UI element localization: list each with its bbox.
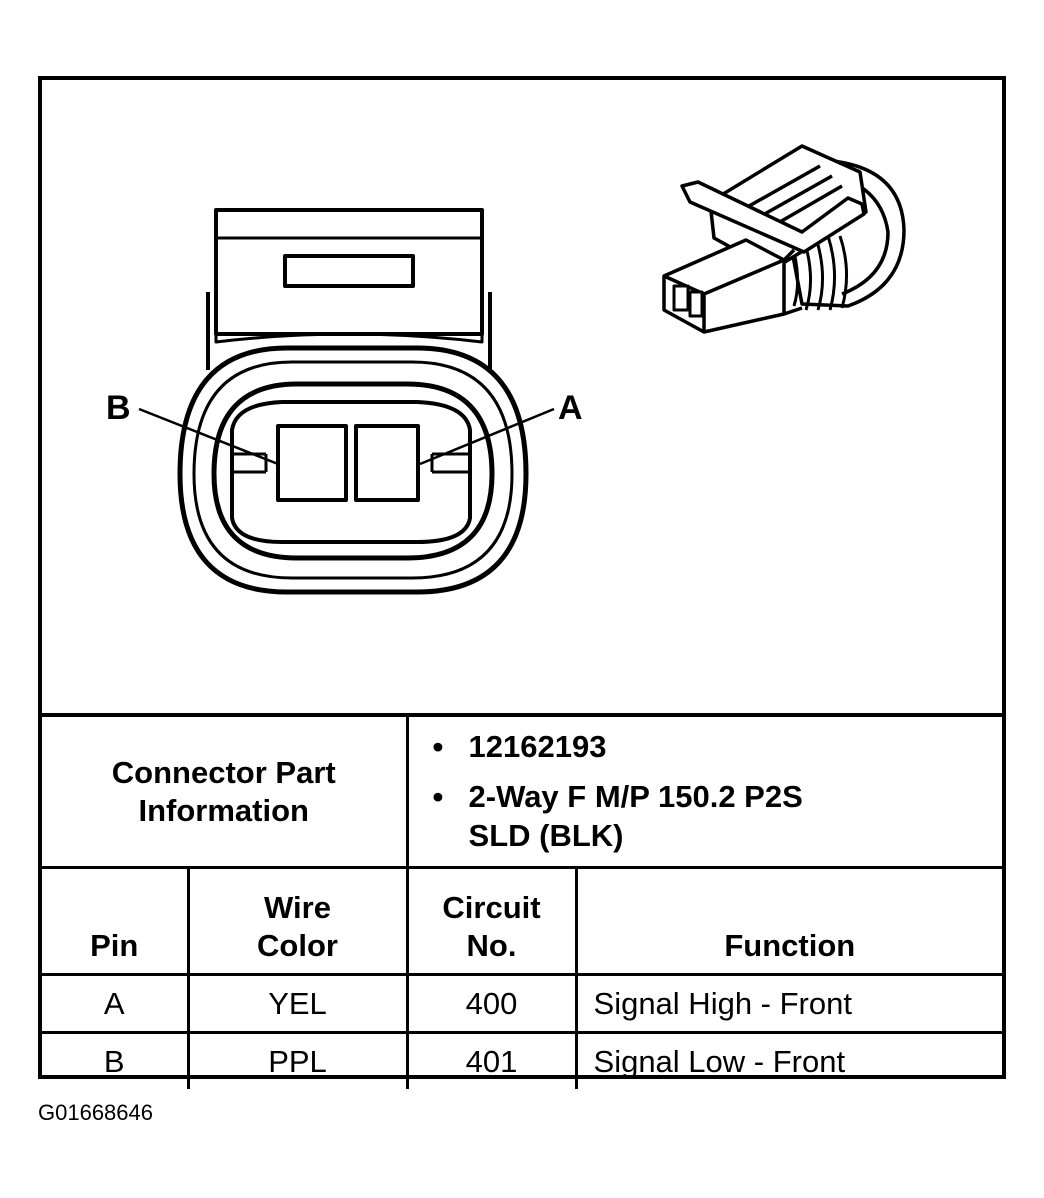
part-info-label-line1: Connector Part (111, 754, 336, 790)
header-pin-label: Pin (90, 928, 139, 963)
header-function-label: Function (724, 928, 856, 963)
latch-arm (680, 180, 866, 254)
header-wire-color-line1: Wire (264, 890, 331, 925)
front-terminal-2 (688, 290, 704, 318)
middle-seal-ring (192, 360, 514, 580)
header-function: Function (574, 866, 1003, 976)
terminal-cavity (230, 400, 472, 544)
bullet-icon: • (432, 729, 444, 764)
cell-function: Signal High - Front (574, 973, 1003, 1034)
part-info-label-cell: Connector Part Information (42, 713, 409, 869)
leader-line-b (138, 407, 279, 466)
pin-label-b: B (106, 389, 131, 427)
part-description-line2: SLD (BLK) (468, 818, 624, 853)
table-row: B PPL 401 Signal Low - Front (42, 1031, 1003, 1089)
inner-seal-ring (211, 381, 495, 561)
part-info-value-cell: • 12162193 • 2-Way F M/P 150.2 P2S SLD (… (405, 713, 1003, 869)
connector-drawing: B A (42, 80, 1002, 716)
latch-slot (283, 254, 415, 288)
diagram-frame: B A (38, 76, 1006, 1089)
outer-seal-ring (177, 345, 529, 595)
header-pin: Pin (42, 866, 190, 976)
leader-line-a (419, 407, 555, 466)
front-nose-top (663, 258, 785, 332)
cell-circuit: 401 (405, 1031, 578, 1089)
connector-face-view (138, 208, 555, 595)
latch-base (214, 332, 484, 344)
part-info-label-line2: Information (138, 792, 310, 828)
connector-info-table: Connector Part Information • 12162193 • … (42, 713, 1003, 1089)
part-number: 12162193 (468, 729, 607, 764)
figure-id: G01668646 (38, 1100, 153, 1125)
cell-wire-color: YEL (186, 973, 409, 1034)
cell-pin: B (42, 1031, 190, 1089)
cell-function: Signal Low - Front (574, 1031, 1003, 1089)
nose-to-body (782, 248, 803, 316)
table-row: A YEL 400 Signal High - Front (42, 973, 1003, 1034)
bullet-icon: • (432, 779, 444, 814)
part-info-item: • 2-Way F M/P 150.2 P2S SLD (BLK) (433, 777, 1003, 855)
cell-circuit: 400 (405, 973, 578, 1034)
cell-pin: A (42, 973, 190, 1034)
part-info-item: • 12162193 (433, 727, 1003, 766)
part-info-row: Connector Part Information • 12162193 • … (42, 713, 1003, 869)
header-circuit: Circuit No. (405, 866, 578, 976)
terminal-a (354, 424, 420, 502)
part-description-line1: 2-Way F M/P 150.2 P2S (468, 779, 803, 814)
terminal-b (276, 424, 348, 502)
header-row: Pin Wire Color Circuit No. Function (42, 866, 1003, 976)
front-terminal-1 (672, 284, 690, 312)
pin-label-a: A (558, 389, 583, 427)
part-info-list: • 12162193 • 2-Way F M/P 150.2 P2S SLD (… (409, 727, 1003, 855)
header-wire-color-line2: Color (257, 928, 338, 963)
header-wire-color: Wire Color (186, 866, 409, 976)
header-circuit-line1: Circuit (442, 890, 541, 925)
cell-wire-color: PPL (186, 1031, 409, 1089)
latch-housing (214, 208, 484, 336)
header-circuit-line2: No. (466, 928, 517, 963)
connector-3d-view (662, 144, 906, 334)
